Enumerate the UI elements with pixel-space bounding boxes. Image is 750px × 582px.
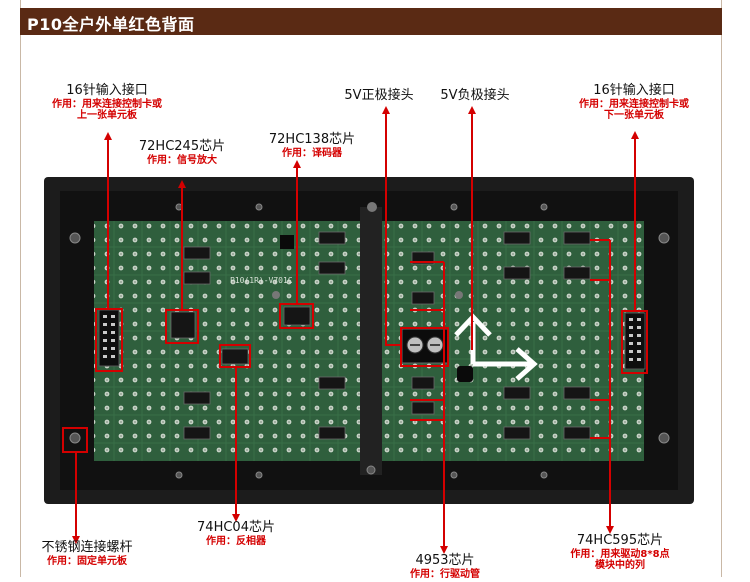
small-component <box>280 235 294 249</box>
power-terminal <box>401 328 449 364</box>
led-board-photo: P10(1R)-V701C <box>44 177 694 504</box>
page-title: P10全户外单红色背面 <box>27 15 195 34</box>
center-divider <box>360 207 382 475</box>
input-connector <box>98 309 120 367</box>
capacitor <box>457 366 473 382</box>
board-illustration: P10(1R)-V701C <box>44 177 694 504</box>
page-frame <box>20 0 722 577</box>
title-bar: P10全户外单红色背面 <box>20 8 722 35</box>
direction-arrows <box>454 313 538 381</box>
output-connector <box>624 312 646 370</box>
pcb-silkscreen: P10(1R)-V701C <box>230 276 293 285</box>
